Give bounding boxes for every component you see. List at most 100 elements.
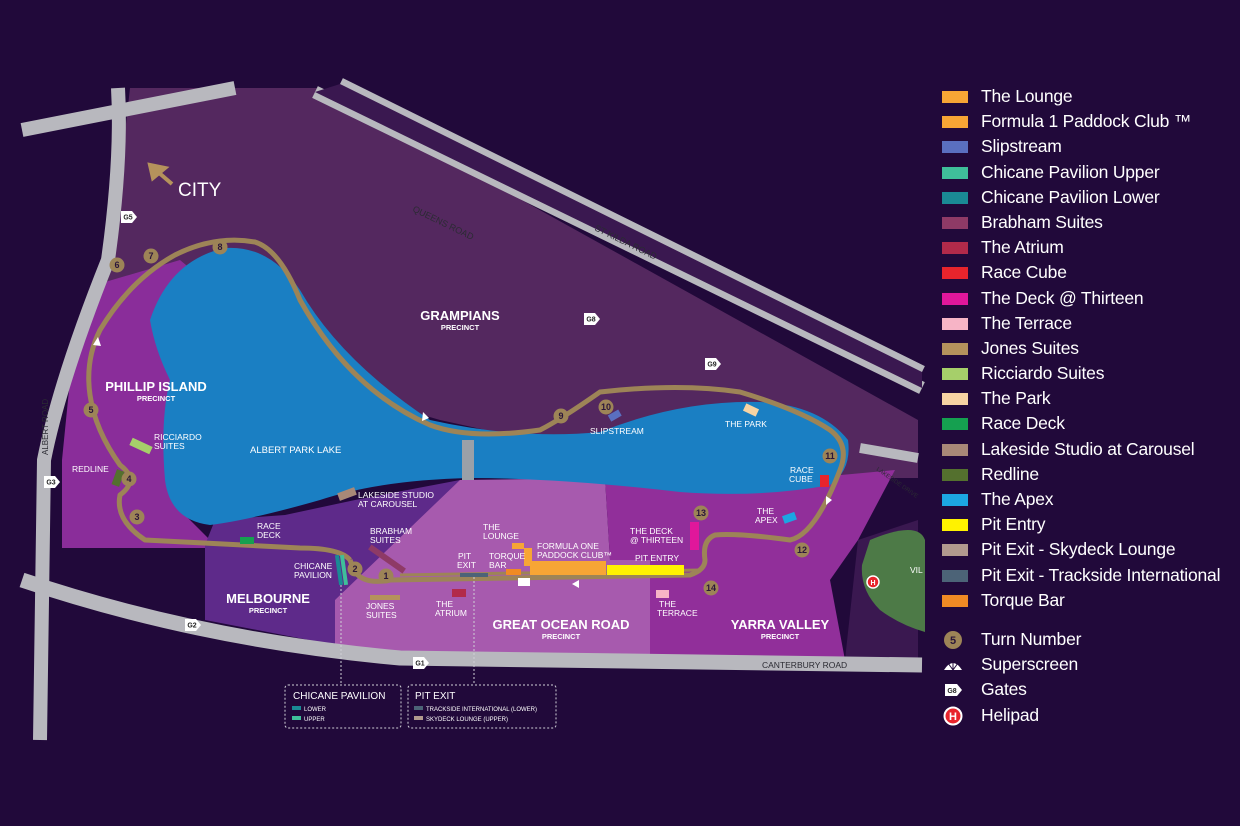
turn-number-icon xyxy=(703,580,719,596)
brabham-suites-label-2: SUITES xyxy=(370,535,401,545)
chicane-key-lower-swatch xyxy=(292,706,301,710)
green-area xyxy=(861,530,925,632)
legend-label: Chicane Pavilion Upper xyxy=(981,161,1160,182)
helipad-icon xyxy=(866,575,880,589)
the-lounge-label-2: LOUNGE xyxy=(483,531,519,541)
phillip-island-precinct-sub: PRECINCT xyxy=(137,394,176,403)
legend-item: The Terrace xyxy=(940,311,1235,336)
legend-label: Formula 1 Paddock Club ™ xyxy=(981,111,1192,132)
legend-label: Pit Exit - Skydeck Lounge xyxy=(981,539,1176,560)
legend-label: The Atrium xyxy=(981,237,1064,258)
melbourne-precinct-sub: PRECINCT xyxy=(249,606,288,615)
chicane-pavilion-label-2: PAVILION xyxy=(294,570,332,580)
melbourne-precinct-title: MELBOURNE xyxy=(226,591,310,606)
legend-item: The Lounge xyxy=(940,84,1235,109)
legend-label: Torque Bar xyxy=(981,589,1065,610)
the-terrace-marker xyxy=(656,590,669,598)
legend-swatch xyxy=(942,191,968,204)
chicane-pavilion-label-1: CHICANE xyxy=(294,561,333,571)
the-park-label: THE PARK xyxy=(725,419,767,429)
legend-label: Jones Suites xyxy=(981,337,1079,358)
legend-item: The Apex xyxy=(940,487,1235,512)
turn-number-icon xyxy=(598,399,614,415)
legend-label: The Apex xyxy=(981,489,1054,509)
legend-swatch xyxy=(942,594,968,607)
queens-st-kilda-median xyxy=(315,84,922,388)
chicane-pavilion-marker-lower xyxy=(334,554,344,586)
legend-label: Pit Exit - Trackside International xyxy=(981,564,1221,585)
gate-icon xyxy=(705,358,721,370)
legend-swatch xyxy=(942,544,968,557)
pit-exit-key-trackside-swatch xyxy=(414,706,423,710)
brabham-suites-label-1: BRABHAM xyxy=(370,526,412,536)
legend-item: The Deck @ Thirteen xyxy=(940,286,1235,311)
legend-label: The Lounge xyxy=(981,86,1073,106)
lake-bridge xyxy=(462,440,474,480)
race-cube-marker xyxy=(820,475,829,487)
torque-bar-marker xyxy=(506,569,521,575)
start-finish-line xyxy=(518,578,530,586)
legend-swatch xyxy=(942,368,968,381)
legend-swatch xyxy=(942,242,968,255)
turn-number-label: 8 xyxy=(217,242,222,252)
legend-symbol-item: Superscreen xyxy=(940,652,1235,677)
ricciardo-suites-marker xyxy=(129,437,153,455)
grampians-precinct-title: GRAMPIANS xyxy=(420,308,500,323)
legend-swatch xyxy=(942,292,968,305)
the-park-label-text: THE PARK xyxy=(725,419,767,429)
legend-item: Pit Exit - Skydeck Lounge xyxy=(940,537,1235,562)
legend-item: Pit Exit - Trackside International xyxy=(940,563,1235,588)
legend-label: Lakeside Studio at Carousel xyxy=(981,438,1195,459)
gate-icon xyxy=(44,476,60,488)
the-terrace-label-2: TERRACE xyxy=(657,608,698,618)
turn-number-label: 1 xyxy=(383,571,388,581)
legend-swatch xyxy=(942,216,968,229)
legend-item: Lakeside Studio at Carousel xyxy=(940,437,1235,462)
deck-thirteen-label-1: THE DECK xyxy=(630,526,673,536)
gate-label: G1 xyxy=(415,661,424,668)
gate-icon xyxy=(121,211,137,223)
deck-thirteen-label-2: @ THIRTEEN xyxy=(630,535,683,545)
legend-spacer xyxy=(940,613,1235,627)
gate-label: G2 xyxy=(187,623,196,630)
canterbury-road-label: CANTERBURY ROAD xyxy=(762,660,847,670)
albert-road xyxy=(33,87,126,741)
race-deck-marker xyxy=(240,537,254,544)
legend-swatch xyxy=(942,141,968,154)
ricciardo-suites-label-2: SUITES xyxy=(154,441,185,451)
race-cube-label-2: CUBE xyxy=(789,474,813,484)
pit-exit-label-2: EXIT xyxy=(457,560,476,570)
paddock-club-label-1: FORMULA ONE xyxy=(537,541,599,551)
legend-swatch xyxy=(942,393,968,406)
gate-label: G8 xyxy=(586,317,595,324)
legend-item: Formula 1 Paddock Club ™ xyxy=(940,109,1235,134)
turn-number-label: 6 xyxy=(114,260,119,270)
canterbury-road xyxy=(19,572,923,673)
turn-number-icon xyxy=(822,448,838,464)
gate-label: G9 xyxy=(707,362,716,369)
redline-label: REDLINE xyxy=(72,464,109,474)
gate-label: G3 xyxy=(46,480,55,487)
pit-exit-label-1: PIT xyxy=(458,551,471,561)
legend-item: Chicane Pavilion Lower xyxy=(940,185,1235,210)
legend-swatch xyxy=(942,494,968,506)
race-cube-label-1: RACE xyxy=(790,465,814,475)
chicane-key-title: CHICANE PAVILION xyxy=(293,691,385,702)
pit-exit-key-title: PIT EXIT xyxy=(415,691,455,702)
yarra-valley-precinct-sub: PRECINCT xyxy=(761,632,800,641)
gate-icon xyxy=(584,313,600,325)
the-apex-marker xyxy=(781,511,797,524)
legend-item: Brabham Suites xyxy=(940,210,1235,235)
legend-label: Race Cube xyxy=(981,262,1067,283)
vil-label: VIL xyxy=(910,565,923,575)
chicane-key-lower: LOWER xyxy=(304,707,327,713)
legend-swatch xyxy=(942,418,968,431)
legend-label: The Deck @ Thirteen xyxy=(981,287,1144,308)
lakeside-studio-marker xyxy=(337,487,357,501)
brabham-suites-marker xyxy=(368,544,406,574)
turn-number-icon xyxy=(693,505,709,521)
slipstream-marker xyxy=(607,409,622,422)
